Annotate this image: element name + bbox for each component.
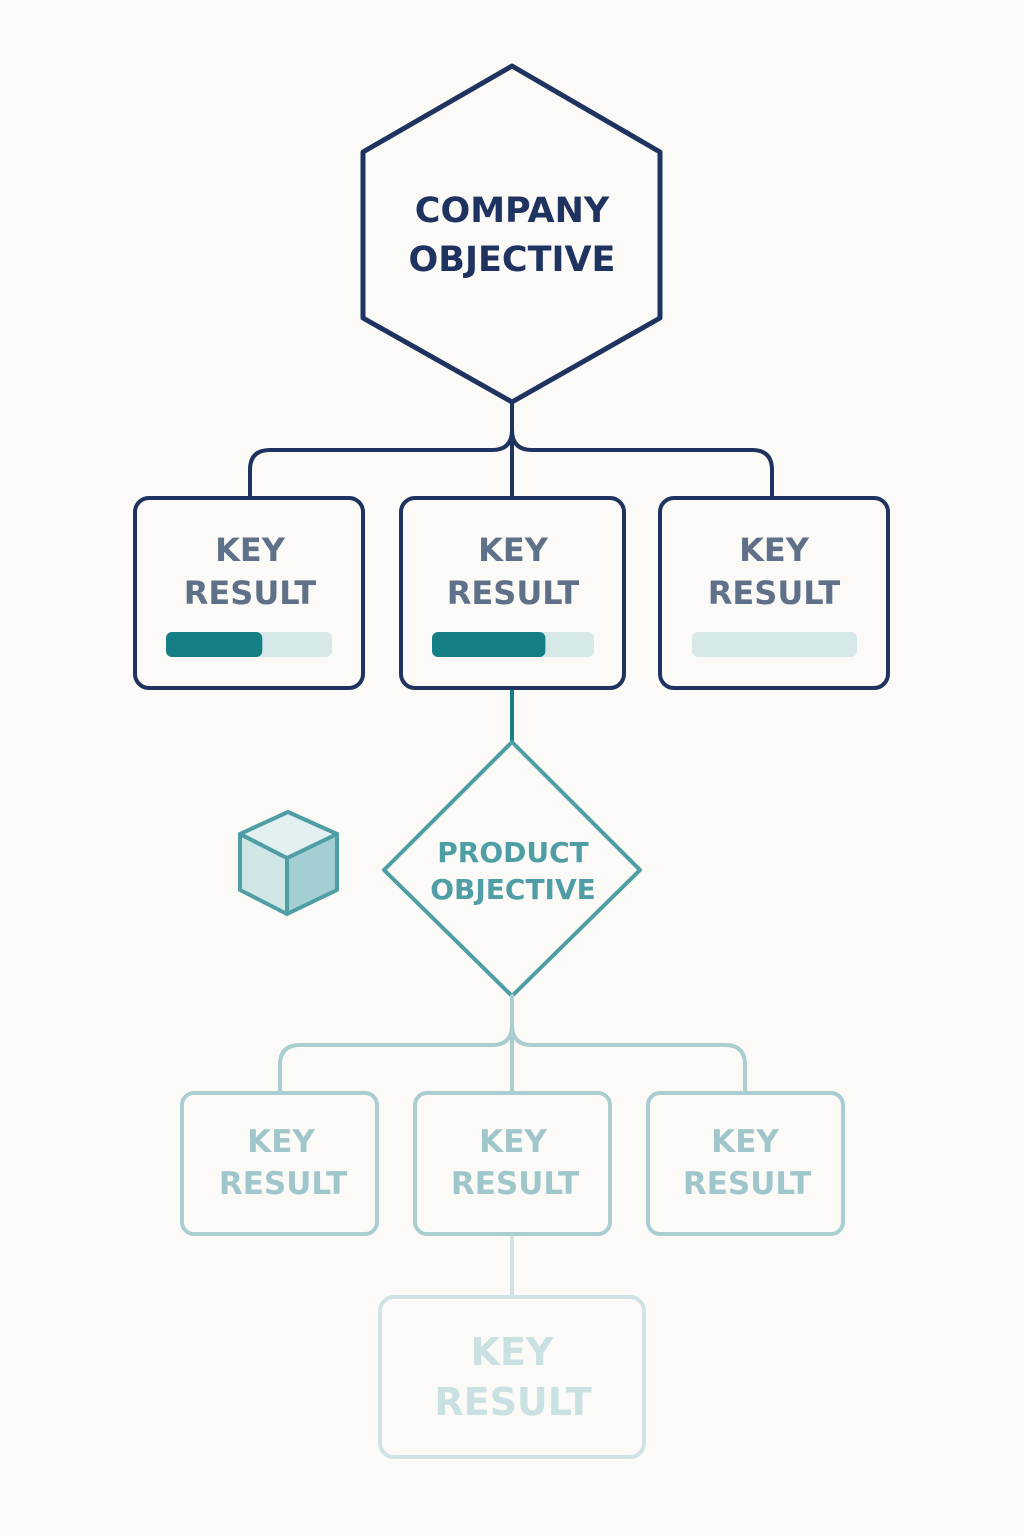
product-objective-diamond — [382, 740, 642, 998]
product-objective-line1: PRODUCT — [437, 836, 589, 869]
company-key-result-card[interactable]: KEY RESULT — [399, 496, 626, 690]
product-key-result-card[interactable]: KEY RESULT — [413, 1091, 612, 1236]
key-result-label-line2: RESULT — [447, 574, 580, 612]
progress-fill — [432, 632, 546, 657]
product-key-result-card[interactable]: KEY RESULT — [180, 1091, 379, 1236]
product-objective-node[interactable]: PRODUCT OBJECTIVE — [382, 740, 642, 998]
progress-fill — [166, 632, 263, 657]
company-objective-node[interactable]: COMPANY OBJECTIVE — [360, 63, 663, 405]
cube-icon — [238, 810, 339, 916]
key-result-label-line2: RESULT — [708, 574, 841, 612]
key-result-label-line1: KEY — [479, 1124, 547, 1160]
key-result-label-line2: RESULT — [184, 574, 317, 612]
product-objective-line2: OBJECTIVE — [430, 873, 596, 906]
sub-key-result-card[interactable]: KEY RESULT — [378, 1295, 646, 1459]
product-connectors — [278, 994, 747, 1094]
key-result-label-line1: KEY — [739, 531, 810, 569]
key-result-label-line2: RESULT — [451, 1166, 579, 1202]
company-key-result-card[interactable]: KEY RESULT — [133, 496, 365, 690]
company-objective-hexagon — [360, 63, 663, 405]
company-objective-line2: OBJECTIVE — [409, 240, 616, 280]
company-connectors — [248, 400, 774, 499]
key-result-label-line1: KEY — [471, 1330, 554, 1374]
company-objective-line1: COMPANY — [415, 191, 610, 231]
product-key-result-card[interactable]: KEY RESULT — [646, 1091, 845, 1236]
key-result-label-line2: RESULT — [434, 1380, 591, 1424]
progress-track — [692, 632, 857, 657]
key-result-label-line1: KEY — [247, 1124, 315, 1160]
key-result-label-line1: KEY — [711, 1124, 779, 1160]
key-result-label-line1: KEY — [478, 531, 549, 569]
key-result-label-line1: KEY — [215, 531, 286, 569]
key-result-label-line2: RESULT — [219, 1166, 347, 1202]
key-result-label-line2: RESULT — [683, 1166, 811, 1202]
company-key-result-card[interactable]: KEY RESULT — [658, 496, 890, 690]
